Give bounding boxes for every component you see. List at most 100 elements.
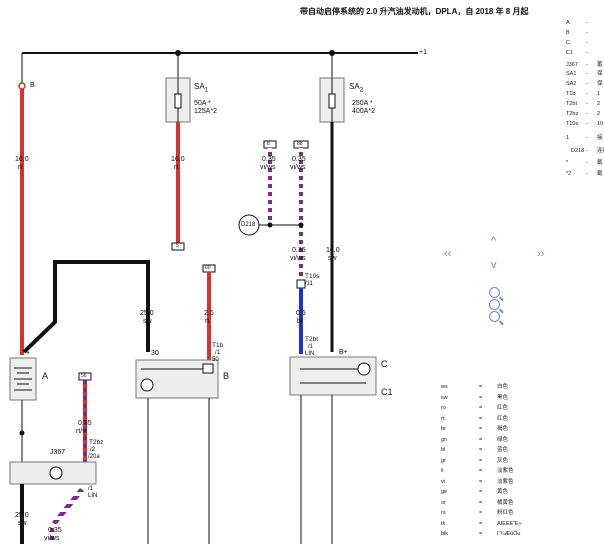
connector-pin: /1 (215, 350, 221, 356)
key-desc: 蓄 (597, 62, 603, 68)
key-desc: 10 (597, 121, 604, 127)
key-desc: 接 (597, 135, 603, 141)
legend-eq: = (479, 394, 483, 401)
pan-down-button[interactable]: v (491, 259, 497, 271)
wire-color: vi/ws (260, 164, 276, 171)
terminal-number: 5 (176, 243, 179, 249)
pan-right-button[interactable]: ›› (537, 248, 545, 260)
key-desc: 2 (597, 101, 601, 107)
legend-code: blk (441, 531, 449, 537)
component-label-c1: C1 (381, 387, 393, 397)
wire-vi-ws (299, 148, 303, 278)
legend-eq: = (479, 426, 483, 432)
legend-code: ge (441, 489, 448, 495)
component-label-a: A (42, 371, 49, 381)
legend-eq: = (479, 447, 483, 453)
wire-color: rt (174, 164, 179, 171)
legend-code: rs (441, 510, 446, 516)
key-code: D218 (571, 148, 585, 154)
zoom-reset-icon[interactable] (489, 299, 500, 310)
key-dash: - (586, 81, 588, 87)
key-code: T1b (566, 91, 576, 97)
legend-eq: = (479, 531, 483, 537)
connector-pin: /11 (305, 281, 313, 287)
key-dash: - (586, 91, 588, 97)
legend-eq: = (479, 499, 483, 506)
terminal-b-plus: B+ (339, 349, 348, 356)
legend-eq: = (479, 457, 483, 464)
legend-name: AIEEE˜E» (497, 520, 522, 527)
pan-up-button[interactable]: ^ (491, 235, 497, 247)
terminal-number: 8 (267, 141, 270, 147)
wire-vi-ws (50, 524, 54, 544)
legend-code: li (441, 468, 444, 474)
fuse-rating: 250A * (352, 100, 373, 107)
key-code: 1 (566, 135, 570, 141)
fuse-label-sa2: SA2 (349, 82, 364, 94)
legend-name: 黑色 (497, 394, 509, 401)
connector-pin: /2 (90, 447, 96, 453)
legend-code: bl (441, 447, 446, 453)
starter-motor (140, 378, 154, 392)
connector-lin: LIN (88, 493, 98, 499)
wire-gauge: 25.0 (15, 512, 29, 519)
key-dash: - (586, 121, 588, 127)
legend-code: ws (441, 384, 448, 390)
key-dash: - (586, 148, 588, 154)
splice-d218 (238, 214, 260, 236)
legend-name: 红色 (497, 415, 509, 422)
legend-name: 灰色 (497, 457, 509, 464)
connector-label: B (30, 82, 35, 89)
legend-code: gr (441, 457, 446, 464)
wire-color: rt/vi (76, 428, 88, 435)
legend-eq: = (479, 468, 483, 474)
wire-color: rt (205, 318, 210, 325)
terminal-plus: + (26, 350, 31, 357)
fuse-element (174, 93, 182, 109)
legend-code: gn (441, 436, 448, 443)
wire-gauge: 16.0 (171, 156, 185, 163)
wire-color: rt (18, 164, 23, 171)
key-code: SA2 (566, 81, 577, 87)
connector-lin: LIN (305, 351, 315, 357)
key-code: C1 (566, 50, 574, 56)
key-dash: - (586, 62, 588, 68)
connector-label: T1b (212, 342, 224, 349)
key-dash: - (586, 71, 588, 77)
terminal-number: 88 (297, 141, 303, 147)
pan-left-button[interactable]: ‹‹ (444, 248, 452, 260)
connector-pin: /1 (308, 344, 314, 350)
connector-label: T10s (305, 273, 320, 280)
starter-solenoid (202, 363, 214, 374)
wire-color: vi/ws (290, 164, 306, 171)
key-desc: 保 (597, 71, 603, 77)
generator-symbol (357, 362, 371, 376)
wire-gauge: 0.35 (292, 156, 306, 163)
zoom-in-icon[interactable] (489, 287, 500, 298)
legend-code: vi (441, 478, 445, 485)
legend-code: sw (441, 394, 448, 401)
key-code: * (566, 160, 569, 166)
fuse-rating: 400A*2 (352, 108, 375, 115)
legend-name: 淡紫色 (497, 478, 514, 485)
component-label-b: B (223, 371, 230, 381)
page-title: 带自动启停系统的 2.0 升汽油发动机，DPLA，自 2018 年 8 月起 (300, 7, 529, 16)
legend-code: tk (441, 520, 446, 527)
key-code: C (566, 40, 570, 46)
legend-name: 绿色 (497, 436, 509, 443)
zoom-out-icon[interactable] (489, 311, 500, 322)
wire-color: vi/ws (44, 535, 60, 542)
key-desc: 截 (597, 171, 603, 177)
connector-t10s (296, 279, 306, 289)
key-code: T2bt (566, 101, 578, 107)
fuse-rating: 50A * (194, 100, 211, 107)
key-dash: - (586, 30, 588, 36)
key-code: *2 (566, 171, 572, 177)
ground-node (19, 430, 25, 436)
key-desc: 保 (597, 81, 603, 87)
bus-label: +1 (419, 49, 427, 56)
key-dash: - (586, 50, 588, 56)
key-dash: - (586, 101, 588, 107)
legend-eq: = (479, 510, 483, 516)
